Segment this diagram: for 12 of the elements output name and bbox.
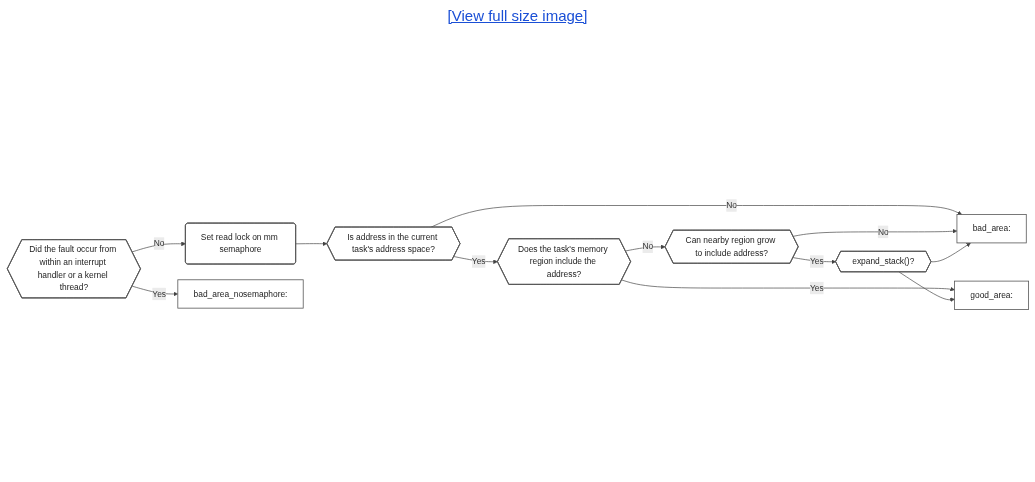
edge-label: No xyxy=(877,226,889,236)
node-box: bad_area: xyxy=(956,213,1027,243)
view-image-link: [View full size image] xyxy=(447,6,588,24)
edge-label: No xyxy=(725,200,737,210)
node-box: bad_area_nosemaphore: xyxy=(177,279,304,309)
edge-label: Yes xyxy=(809,256,824,266)
edge-label: Yes xyxy=(151,288,166,298)
edge-label: No xyxy=(641,241,653,251)
edge-label: Yes xyxy=(809,283,824,292)
edge-label: Yes xyxy=(471,256,486,266)
node-box: good_area: xyxy=(953,280,1029,310)
edge-label: No xyxy=(153,238,165,248)
